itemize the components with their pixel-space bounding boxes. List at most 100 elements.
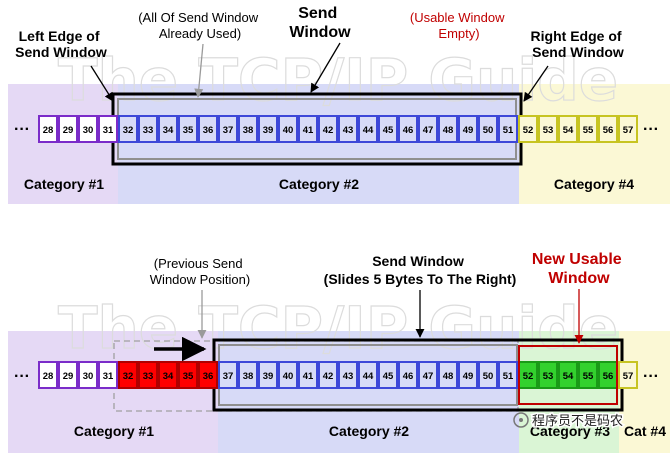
top-byte-label-31: 31 (103, 125, 114, 136)
bottom-byte-39: 39 (258, 361, 278, 389)
bottom-byte-42: 42 (318, 361, 338, 389)
top-byte-32: 32 (118, 115, 138, 143)
bottom-category-2-label: Category #2 (329, 423, 409, 439)
top-byte-label-37: 37 (223, 125, 234, 136)
bottom-byte-29: 29 (58, 361, 78, 389)
top-byte-label-40: 40 (283, 125, 294, 136)
bottom-byte-43: 43 (338, 361, 358, 389)
bottom-byte-cell-53 (538, 361, 558, 389)
bottom-byte-label-45: 45 (383, 371, 394, 382)
slid-send-window-label: Send Window (Slides 5 Bytes To The Right… (324, 253, 517, 287)
bottom-byte-30: 30 (78, 361, 98, 389)
bottom-byte-cell-32 (118, 361, 138, 389)
bottom-byte-52: 52 (518, 361, 538, 389)
top-byte-cell-34 (158, 115, 178, 143)
top-byte-label-29: 29 (63, 125, 74, 136)
top-byte-43: 43 (338, 115, 358, 143)
bottom-byte-label-52: 52 (523, 371, 534, 382)
top-byte-cell-39 (258, 115, 278, 143)
top-byte-label-28: 28 (43, 125, 54, 136)
top-byte-cell-56 (598, 115, 618, 143)
top-byte-cell-47 (418, 115, 438, 143)
bottom-category-2-band (218, 331, 519, 453)
top-byte-cell-52 (518, 115, 538, 143)
bottom-byte-cell-38 (238, 361, 258, 389)
bottom-byte-label-56: 56 (603, 371, 614, 382)
bottom-byte-56: 56 (598, 361, 618, 389)
bottom-byte-cell-31 (98, 361, 118, 389)
bottom-byte-cell-40 (278, 361, 298, 389)
top-category-1-label: Category #1 (24, 176, 104, 192)
top-byte-label-34: 34 (163, 125, 174, 136)
bottom-byte-label-51: 51 (503, 371, 514, 382)
top-category-4-band (519, 84, 670, 204)
all-used-label: (All Of Send Window Already Used) (138, 10, 262, 41)
bottom-byte-cell-37 (218, 361, 238, 389)
bottom-byte-33: 33 (138, 361, 158, 389)
top-byte-label-54: 54 (563, 125, 574, 136)
bottom-byte-31: 31 (98, 361, 118, 389)
top-byte-42: 42 (318, 115, 338, 143)
top-byte-51: 51 (498, 115, 518, 143)
bottom-byte-label-57: 57 (623, 371, 634, 382)
top-byte-cell-38 (238, 115, 258, 143)
bottom-byte-label-50: 50 (483, 371, 494, 382)
top-byte-49: 49 (458, 115, 478, 143)
bottom-byte-cell-42 (318, 361, 338, 389)
bottom-left-ellipsis: ··· (14, 368, 30, 385)
bottom-byte-label-43: 43 (343, 371, 354, 382)
bottom-category-3-band (519, 331, 619, 453)
bottom-byte-label-46: 46 (403, 371, 414, 382)
top-byte-label-41: 41 (303, 125, 314, 136)
bottom-byte-32: 32 (118, 361, 138, 389)
top-byte-cell-57 (618, 115, 638, 143)
bottom-byte-label-48: 48 (443, 371, 454, 382)
top-byte-label-42: 42 (323, 125, 334, 136)
top-byte-28: 28 (38, 115, 58, 143)
top-byte-label-51: 51 (503, 125, 514, 136)
top-byte-cell-35 (178, 115, 198, 143)
top-byte-34: 34 (158, 115, 178, 143)
bottom-byte-37: 37 (218, 361, 238, 389)
bottom-byte-label-33: 33 (143, 371, 154, 382)
top-byte-29: 29 (58, 115, 78, 143)
top-byte-label-48: 48 (443, 125, 454, 136)
top-byte-50: 50 (478, 115, 498, 143)
bottom-byte-28: 28 (38, 361, 58, 389)
top-byte-36: 36 (198, 115, 218, 143)
bottom-byte-cell-34 (158, 361, 178, 389)
top-byte-cell-49 (458, 115, 478, 143)
bottom-byte-48: 48 (438, 361, 458, 389)
top-category-2-label: Category #2 (279, 176, 359, 192)
top-byte-cell-36 (198, 115, 218, 143)
top-byte-45: 45 (378, 115, 398, 143)
top-byte-label-36: 36 (203, 125, 214, 136)
top-byte-39: 39 (258, 115, 278, 143)
brand-caption-text: 程序员不是码农 (532, 413, 623, 428)
top-byte-label-55: 55 (583, 125, 594, 136)
bottom-byte-46: 46 (398, 361, 418, 389)
top-byte-cell-50 (478, 115, 498, 143)
bottom-byte-cell-51 (498, 361, 518, 389)
top-byte-cell-44 (358, 115, 378, 143)
top-byte-cell-45 (378, 115, 398, 143)
bottom-byte-36: 36 (198, 361, 218, 389)
top-byte-cell-31 (98, 115, 118, 143)
top-byte-label-46: 46 (403, 125, 414, 136)
top-byte-52: 52 (518, 115, 538, 143)
bottom-byte-cell-28 (38, 361, 58, 389)
top-byte-38: 38 (238, 115, 258, 143)
bottom-byte-45: 45 (378, 361, 398, 389)
bottom-watermark: The TCP/IP Guide (58, 294, 618, 362)
new-usable-window-label: New Usable Window (532, 251, 626, 287)
top-byte-30: 30 (78, 115, 98, 143)
top-byte-35: 35 (178, 115, 198, 143)
bottom-byte-cell-39 (258, 361, 278, 389)
left-edge-label: Left Edge of Send Window (15, 28, 107, 60)
bottom-byte-label-49: 49 (463, 371, 474, 382)
bottom-byte-38: 38 (238, 361, 258, 389)
